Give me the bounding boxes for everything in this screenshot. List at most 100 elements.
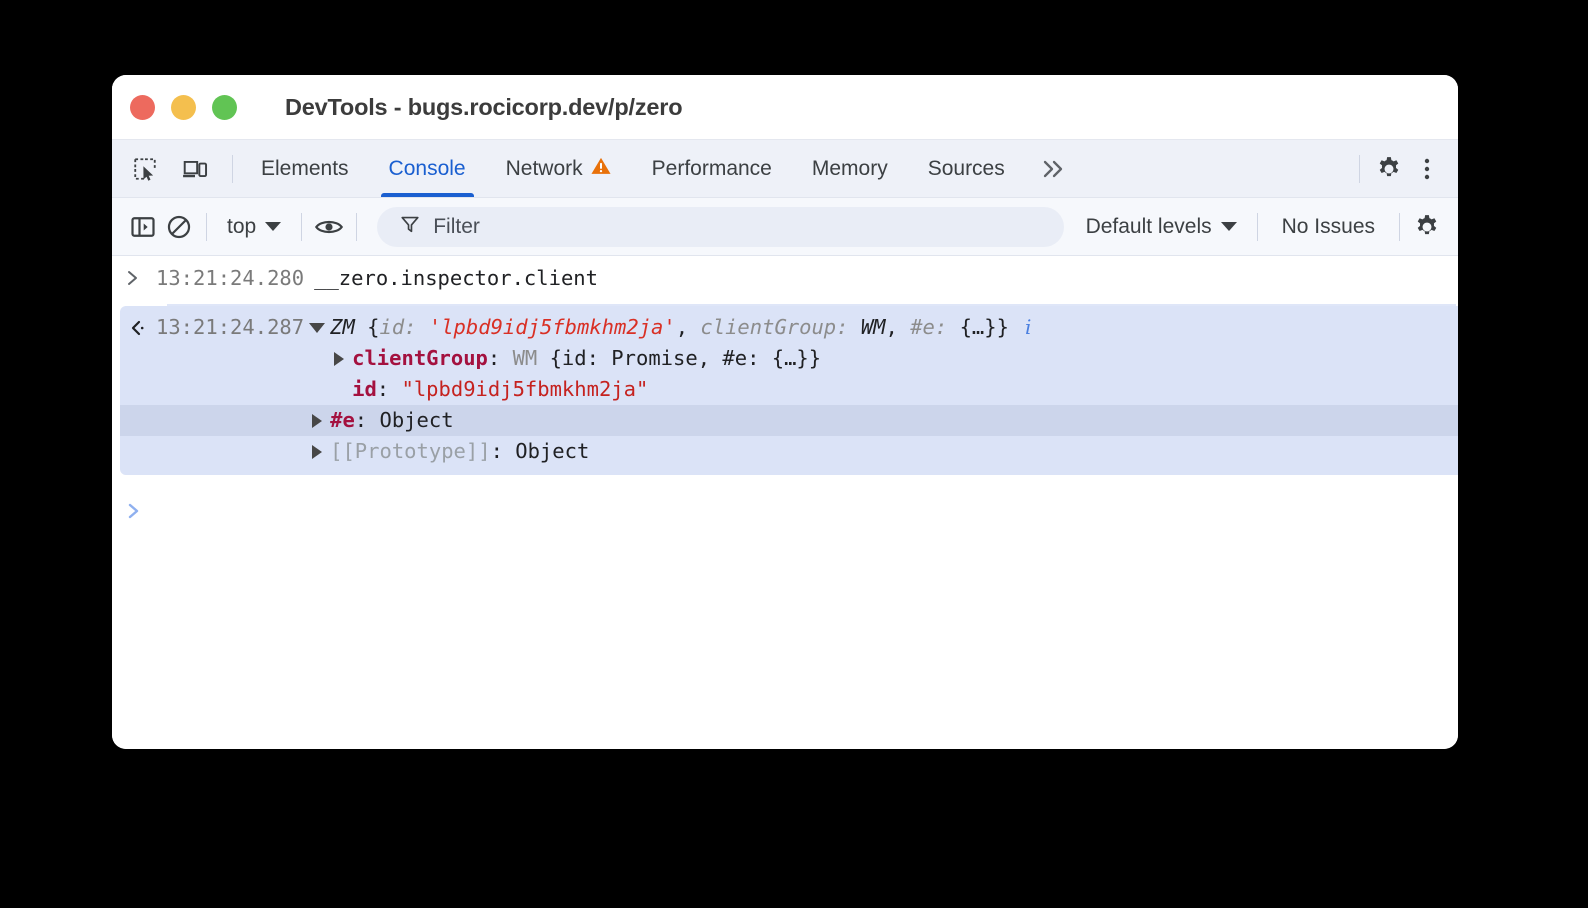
window-title: DevTools - bugs.rocicorp.dev/p/zero: [285, 93, 683, 120]
expand-object-toggle[interactable]: [304, 312, 330, 343]
more-tabs-chevron-icon[interactable]: [1025, 140, 1083, 197]
result-header-row[interactable]: 13:21:24.287 ZM {id: 'lpbd9idj5fbmkhm2ja…: [120, 312, 1458, 343]
maximize-window-button[interactable]: [212, 94, 237, 120]
tab-performance[interactable]: Performance: [632, 140, 792, 197]
prompt-chevron-icon: [112, 500, 156, 522]
tab-console-label: Console: [388, 156, 466, 180]
tabbar-left-icons: [112, 152, 224, 186]
console-input-message[interactable]: 13:21:24.280 __zero.inspector.client: [112, 256, 1458, 304]
clear-console-icon[interactable]: [162, 210, 196, 244]
devtools-tabbar: Elements Console Network Performance: [112, 139, 1458, 197]
object-property-row[interactable]: 13:21:24.287 [[Prototype]]: Object: [120, 436, 1458, 467]
prototype-value: Object: [515, 439, 590, 463]
property-content: id: "lpbd9idj5fbmkhm2ja": [352, 377, 649, 401]
tab-sources[interactable]: Sources: [908, 140, 1025, 197]
preview-colon-1: :: [404, 315, 429, 339]
object-property-row[interactable]: 13:21:24.287 id: "lpbd9idj5fbmkhm2ja": [120, 374, 1458, 405]
console-sidebar-icon[interactable]: [126, 210, 160, 244]
property-name: #e: [330, 408, 355, 432]
expand-property-toggle[interactable]: [304, 343, 352, 374]
property-gutter-spacer: [120, 343, 156, 374]
warning-triangle-icon: [590, 155, 612, 183]
preview-colon-3: :: [934, 315, 960, 339]
property-value-preview: Object: [379, 408, 454, 432]
property-gutter-spacer: [120, 405, 156, 436]
triangle-right-icon: [334, 351, 345, 366]
preview-value-e: {…}: [959, 315, 997, 339]
console-toolbar-divider-2: [301, 212, 303, 241]
console-toolbar-divider-4: [1256, 212, 1258, 241]
tab-elements[interactable]: Elements: [241, 140, 369, 197]
console-toolbar: top Filter Default levels No Issues: [112, 197, 1458, 256]
input-prompt-glyph: [112, 266, 156, 288]
issues-counter[interactable]: No Issues: [1281, 214, 1375, 238]
console-toolbar-divider-3: [356, 212, 358, 241]
close-window-button[interactable]: [130, 94, 155, 120]
result-object-preview: ZM {id: 'lpbd9idj5fbmkhm2ja', clientGrou…: [330, 312, 1031, 343]
property-gutter-spacer: [120, 436, 156, 467]
settings-gear-icon[interactable]: [1372, 152, 1406, 186]
execution-context-label: top: [227, 214, 257, 238]
devtools-tab-list: Elements Console Network Performance: [241, 140, 1083, 197]
console-prompt[interactable]: [112, 491, 1458, 531]
expand-property-toggle[interactable]: [304, 405, 330, 436]
preview-key-e: #e: [910, 315, 935, 339]
preview-sep-1: ,: [675, 315, 701, 339]
property-content: [[Prototype]]: Object: [330, 439, 590, 463]
property-value-preview: {id: Promise, #e: {…}}: [537, 346, 822, 370]
expand-prototype-toggle[interactable]: [304, 436, 330, 467]
property-name: clientGroup: [352, 346, 488, 370]
input-expression: __zero.inspector.client: [314, 266, 598, 290]
log-level-label: Default levels: [1085, 214, 1212, 238]
live-expression-eye-icon[interactable]: [312, 210, 346, 244]
execution-context-selector[interactable]: top: [217, 210, 291, 244]
triangle-right-icon: [312, 413, 323, 428]
preview-value-clientgroup: WM: [860, 315, 886, 339]
tab-performance-label: Performance: [651, 156, 772, 180]
minimize-window-button[interactable]: [171, 94, 196, 120]
preview-key-clientgroup: clientGroup: [700, 315, 837, 339]
result-prompt-glyph: [120, 312, 156, 343]
console-toolbar-divider-1: [206, 212, 207, 241]
tab-network-label: Network: [505, 156, 583, 180]
console-message-list: 13:21:24.280 __zero.inspector.client 13:…: [112, 256, 1458, 749]
triangle-down-icon: [309, 322, 326, 333]
tabbar-right-divider: [1359, 154, 1360, 183]
console-result-message[interactable]: 13:21:24.287 ZM { id: 'lpbd9idj5fbmkhm2ja…: [120, 306, 1458, 475]
object-property-row[interactable]: 13:21:24.287 #e: Object: [120, 405, 1458, 436]
result-timestamp: 13:21:24.287: [156, 315, 305, 339]
tab-memory[interactable]: Memory: [792, 140, 908, 197]
object-property-row[interactable]: 13:21:24.287 clientGroup: WM {id: Promis…: [120, 343, 1458, 374]
console-settings-gear-icon[interactable]: [1410, 210, 1444, 244]
console-filter-input[interactable]: Filter: [377, 206, 1064, 247]
input-timestamp: 13:21:24.280: [156, 266, 305, 290]
preview-sep-2: ,: [885, 315, 911, 339]
filter-placeholder-text: Filter: [433, 214, 480, 238]
property-value-constructor: WM: [512, 346, 538, 370]
tab-network[interactable]: Network: [486, 140, 632, 197]
inspect-element-icon[interactable]: [128, 152, 162, 186]
device-toolbar-icon[interactable]: [178, 152, 212, 186]
chevron-down-icon: [265, 222, 282, 231]
tab-console[interactable]: Console: [369, 140, 486, 197]
preview-value-id: 'lpbd9idj5fbmkhm2ja': [428, 315, 676, 339]
devtools-window: DevTools - bugs.rocicorp.dev/p/zero: [112, 75, 1458, 749]
info-icon[interactable]: i: [1024, 315, 1032, 339]
log-level-selector[interactable]: Default levels: [1076, 215, 1247, 239]
tab-elements-label: Elements: [261, 156, 349, 180]
prototype-label: [[Prototype]]: [330, 439, 491, 463]
property-content: #e: Object: [330, 408, 454, 432]
property-content: clientGroup: WM {id: Promise, #e: {…}}: [352, 346, 822, 370]
more-options-icon[interactable]: [1410, 152, 1444, 186]
tabbar-divider: [232, 154, 233, 183]
property-value-string: "lpbd9idj5fbmkhm2ja": [401, 377, 649, 401]
open-brace: {: [354, 315, 380, 339]
property-name: id: [352, 377, 377, 401]
tabbar-right-icons: [1351, 152, 1458, 186]
object-constructor-name: ZM: [330, 315, 355, 339]
tab-memory-label: Memory: [811, 156, 888, 180]
tab-sources-label: Sources: [927, 156, 1005, 180]
traffic-light-group: [130, 94, 237, 120]
close-brace: }: [996, 315, 1009, 339]
window-titlebar: DevTools - bugs.rocicorp.dev/p/zero: [112, 75, 1458, 139]
